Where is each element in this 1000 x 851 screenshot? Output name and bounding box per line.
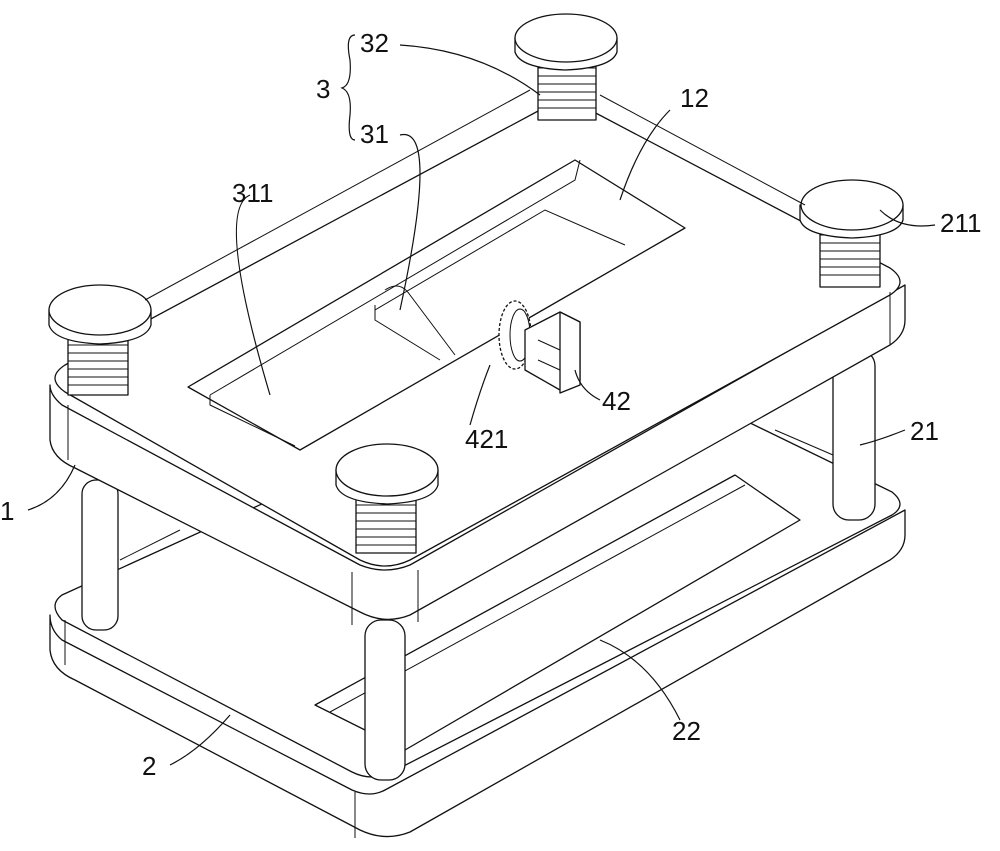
label-42: 42 xyxy=(602,386,631,416)
label-32: 32 xyxy=(360,28,389,58)
label-211: 211 xyxy=(940,208,981,238)
label-22: 22 xyxy=(672,716,701,746)
label-31: 31 xyxy=(360,119,389,149)
knob-back xyxy=(515,14,617,120)
label-421: 421 xyxy=(465,424,508,454)
label-21: 21 xyxy=(910,416,939,446)
label-1: 1 xyxy=(0,496,14,526)
label-2: 2 xyxy=(142,751,156,781)
label-3: 3 xyxy=(316,74,330,104)
label-311: 311 xyxy=(232,178,273,208)
label-12: 12 xyxy=(680,83,709,113)
